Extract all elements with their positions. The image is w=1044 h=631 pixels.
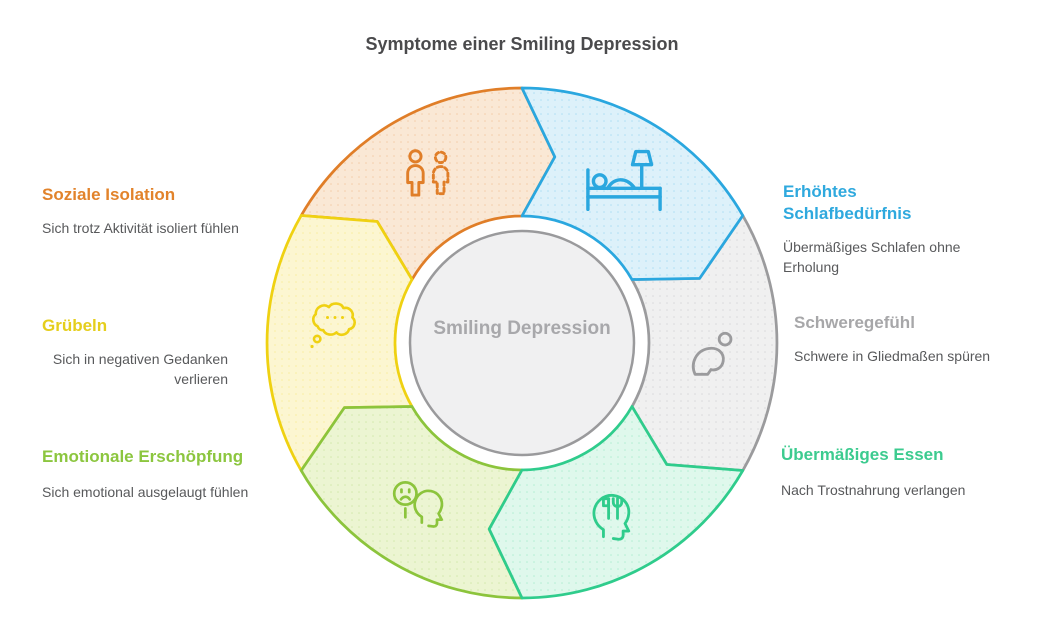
segment-title: Schweregefühl xyxy=(794,313,915,332)
label-emotionale-erschoepfung: Emotionale Erschöpfung Sich emotional au… xyxy=(42,446,294,503)
segment-title: Erhöhtes Schlafbedürfnis xyxy=(783,182,912,224)
segment-description: Schwere in Gliedmaßen spüren xyxy=(794,348,991,365)
page-title: Symptome einer Smiling Depression xyxy=(365,34,679,54)
segment-title: Grübeln xyxy=(42,316,108,335)
segment-description: Sich in negativen Gedanken verlieren xyxy=(52,351,228,387)
center-circle xyxy=(408,229,636,457)
label-schweregefuehl: Schweregefühl Schwere in Gliedmaßen spür… xyxy=(794,312,1024,367)
label-gruebeln: Grübeln Sich in negativen Gedanken verli… xyxy=(42,315,228,389)
label-uebermaessiges-essen: Übermäßiges Essen Nach Trostnahrung verl… xyxy=(781,444,1011,501)
segment-title: Übermäßiges Essen xyxy=(781,445,944,464)
segment-uebermaessiges-essen xyxy=(487,405,745,600)
segment-description: Sich emotional ausgelaugt fühlen xyxy=(42,484,249,501)
label-erhoehtes-schlafbeduerfnis: Erhöhtes Schlafbedürfnis Übermäßiges Sch… xyxy=(783,181,983,277)
segment-title: Soziale Isolation xyxy=(42,185,176,204)
segment-title: Emotionale Erschöpfung xyxy=(42,447,244,466)
segment-description: Übermäßiges Schlafen ohne Erholung xyxy=(783,239,961,275)
label-soziale-isolation: Soziale Isolation Sich trotz Aktivität i… xyxy=(42,184,282,239)
segment-description: Nach Trostnahrung verlangen xyxy=(781,482,966,499)
segment-description: Sich trotz Aktivität isoliert fühlen xyxy=(42,220,239,237)
center-label: Smiling Depression xyxy=(433,318,610,339)
